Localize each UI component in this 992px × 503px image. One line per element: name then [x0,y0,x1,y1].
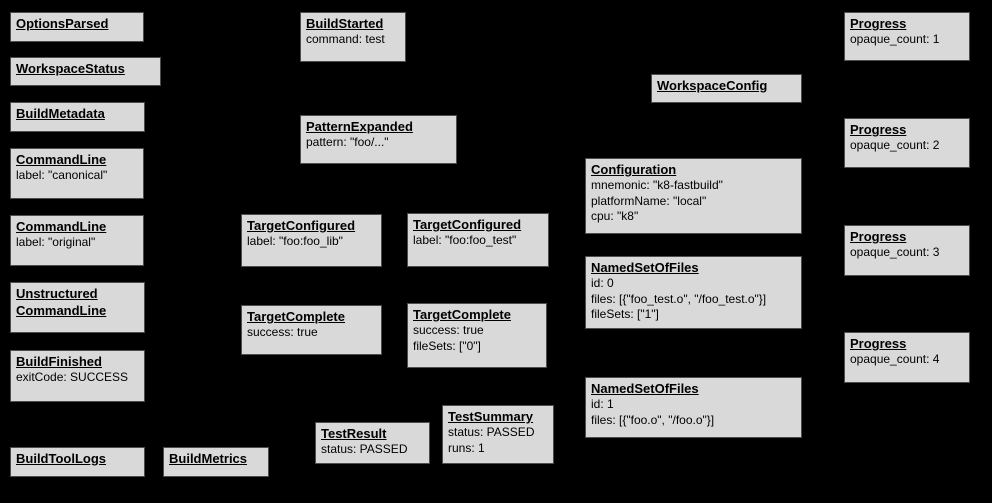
event-field: success: true [247,325,318,339]
event-box-target-complete-test: TargetComplete success: true fileSets: [… [407,303,547,368]
event-field: cpu: "k8" [591,209,639,223]
event-title: BuildMetadata [16,106,105,121]
event-field: status: PASSED [321,442,408,456]
event-box-progress-4: Progress opaque_count: 4 [844,332,970,383]
event-title: TestResult [321,426,387,441]
event-title: WorkspaceStatus [16,61,125,76]
event-field: files: [{"foo.o", "/foo.o"}] [591,412,715,427]
event-box-workspace-status: WorkspaceStatus [10,57,161,86]
event-box-build-finished: BuildFinished exitCode: SUCCESS [10,350,145,402]
event-field: label: "foo:foo_test" [413,233,517,247]
event-title: OptionsParsed [16,16,109,31]
event-title: Unstructured CommandLine [16,286,107,318]
event-field: id: 0 [591,276,614,290]
event-field: files: [{"foo_test.o", "/foo_test.o"}] [591,291,767,306]
event-title: WorkspaceConfig [657,78,768,93]
event-title: PatternExpanded [306,119,413,134]
event-box-named-set-of-files-0: NamedSetOfFiles id: 0 files: [{"foo_test… [585,256,802,329]
event-field: status: PASSED [448,425,535,439]
event-title: Progress [850,122,907,137]
event-title: CommandLine [16,152,107,167]
event-field: fileSets: ["1"] [591,307,659,321]
event-box-test-result: TestResult status: PASSED [315,422,430,464]
event-field: opaque_count: 2 [850,138,940,152]
event-box-command-line-canonical: CommandLine label: "canonical" [10,148,144,199]
event-box-configuration: Configuration mnemonic: "k8-fastbuild" p… [585,158,802,234]
event-field: fileSets: ["0"] [413,338,481,353]
event-box-build-metadata: BuildMetadata [10,102,145,132]
event-field: id: 1 [591,397,614,411]
event-box-progress-3: Progress opaque_count: 3 [844,225,970,276]
event-field: runs: 1 [448,440,485,455]
event-box-target-configured-lib: TargetConfigured label: "foo:foo_lib" [241,214,382,267]
event-title: Progress [850,336,907,351]
event-field: label: "original" [16,235,96,249]
event-title: NamedSetOfFiles [591,260,699,275]
event-title: TestSummary [448,409,534,424]
event-box-progress-1: Progress opaque_count: 1 [844,12,970,61]
event-field: pattern: "foo/..." [306,135,389,149]
event-box-progress-2: Progress opaque_count: 2 [844,118,970,168]
event-title: BuildStarted [306,16,384,31]
event-box-build-metrics: BuildMetrics [163,447,269,477]
event-title: BuildMetrics [169,451,248,466]
event-title: BuildFinished [16,354,102,369]
event-box-target-complete-lib: TargetComplete success: true [241,305,382,355]
event-title: TargetConfigured [413,217,522,232]
event-title: Progress [850,229,907,244]
event-box-options-parsed: OptionsParsed [10,12,144,42]
event-box-named-set-of-files-1: NamedSetOfFiles id: 1 files: [{"foo.o", … [585,377,802,438]
event-box-target-configured-test: TargetConfigured label: "foo:foo_test" [407,213,549,267]
event-field: mnemonic: "k8-fastbuild" [591,178,723,192]
event-field: platformName: "local" [591,193,707,208]
event-box-pattern-expanded: PatternExpanded pattern: "foo/..." [300,115,457,164]
event-field: label: "canonical" [16,168,108,182]
event-title: TargetComplete [247,309,345,324]
event-field: opaque_count: 3 [850,245,940,259]
event-field: success: true [413,323,484,337]
event-box-unstructured-command-line: Unstructured CommandLine [10,282,145,333]
event-title: TargetConfigured [247,218,356,233]
event-title: TargetComplete [413,307,511,322]
event-field: opaque_count: 1 [850,32,940,46]
event-title: CommandLine [16,219,107,234]
event-field: opaque_count: 4 [850,352,940,366]
event-title: Progress [850,16,907,31]
event-title: NamedSetOfFiles [591,381,699,396]
event-field: label: "foo:foo_lib" [247,234,343,248]
event-title: BuildToolLogs [16,451,107,466]
event-box-workspace-config: WorkspaceConfig [651,74,802,103]
event-box-test-summary: TestSummary status: PASSED runs: 1 [442,405,554,464]
event-field: exitCode: SUCCESS [16,370,129,384]
event-box-build-started: BuildStarted command: test [300,12,406,62]
event-box-command-line-original: CommandLine label: "original" [10,215,144,266]
event-field: command: test [306,32,385,46]
event-box-build-tool-logs: BuildToolLogs [10,447,145,477]
event-title: Configuration [591,162,677,177]
